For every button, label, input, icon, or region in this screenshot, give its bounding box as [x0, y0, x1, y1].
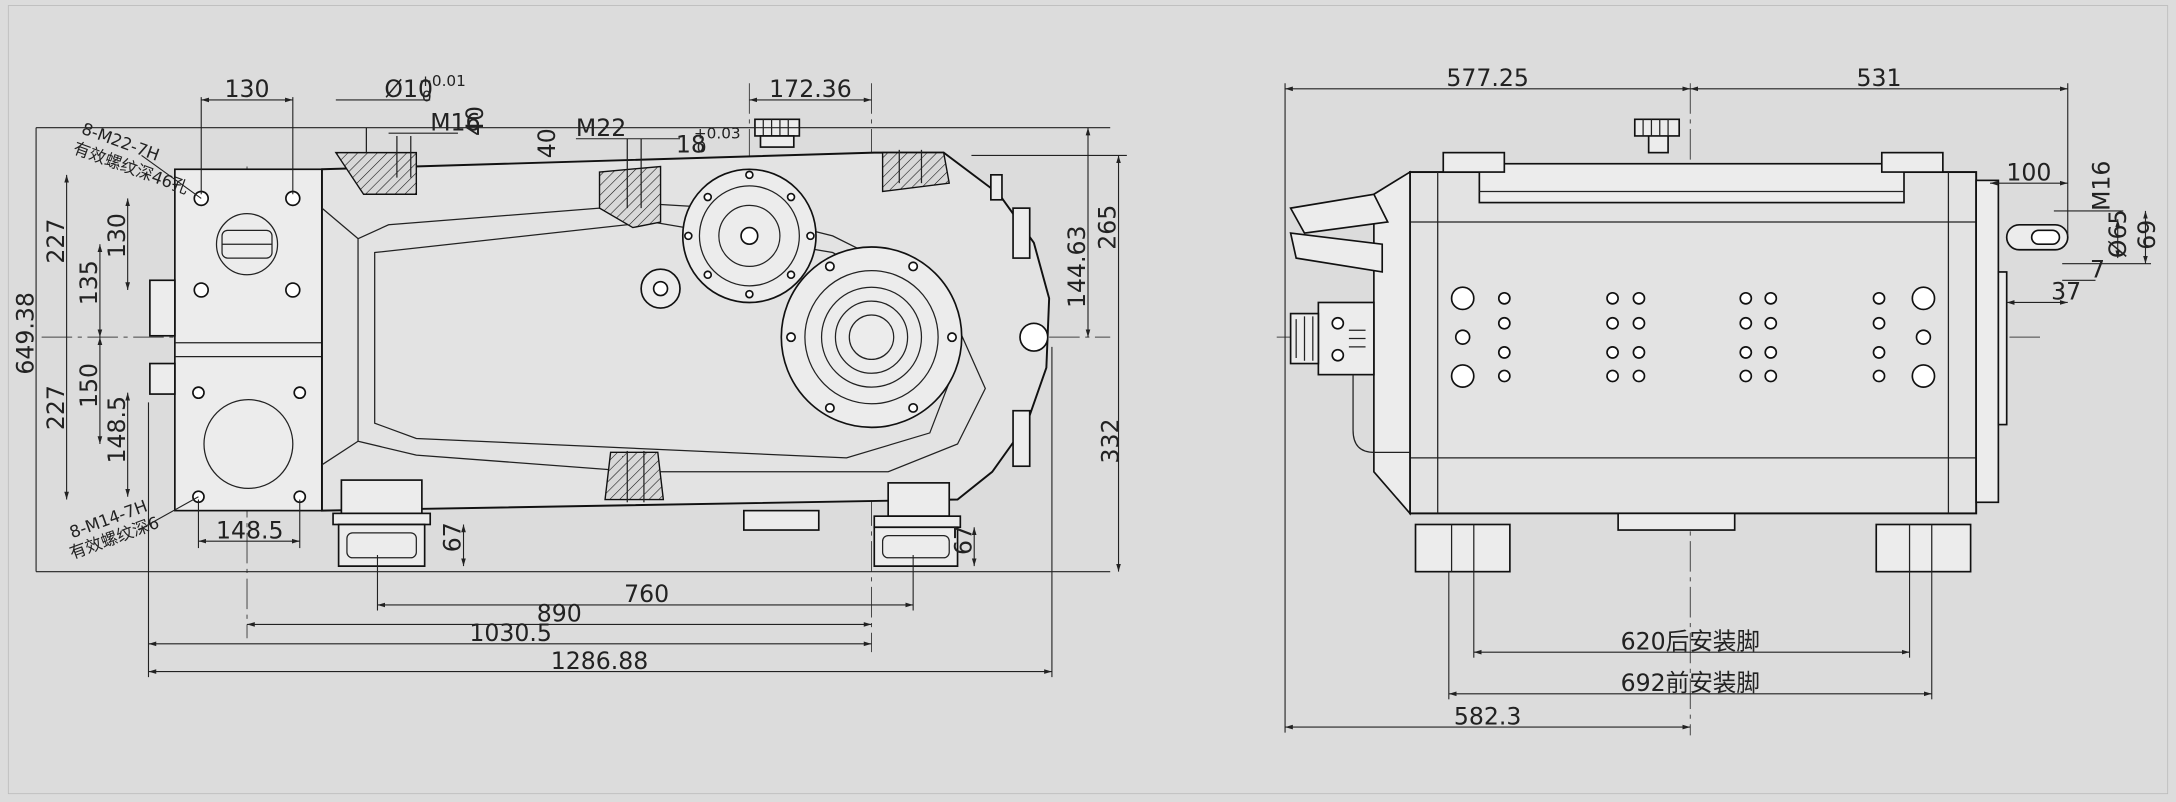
dim-692: 692前安装脚 [1621, 669, 1760, 697]
dim-148-left: 148.5 [103, 396, 131, 463]
right-holes [1450, 286, 1936, 388]
dim-172: 172.36 [769, 75, 852, 103]
dim-1030: 1030.5 [469, 619, 552, 647]
right-view: 577.25 531 100 M16 Ø65 69 7 37 620后安装脚 6… [1276, 64, 2161, 736]
dim-148-bottom: 148.5 [216, 516, 284, 544]
dim-227-top: 227 [42, 219, 70, 264]
dim-332: 332 [1097, 418, 1125, 463]
dim-531: 531 [1857, 64, 1902, 92]
dim-150: 150 [75, 363, 103, 408]
pinion-gear [640, 118, 817, 309]
dim-18: 18 [676, 131, 706, 159]
dim-40-b: 40 [533, 128, 561, 158]
dim-phi10: Ø10 [384, 75, 433, 103]
dim-1286: 1286.88 [551, 647, 649, 675]
left-dimensions [35, 97, 1127, 678]
dim-144: 144.63 [1063, 226, 1091, 309]
dim-130-top: 130 [225, 75, 270, 103]
dim-18-tol-upper: +0.03 [694, 125, 741, 143]
dim-69: 69 [2133, 220, 2161, 250]
dim-40-a: 40 [461, 106, 489, 136]
dim-phi10-tol-upper: +0.01 [419, 72, 466, 90]
dim-67-b: 67 [949, 525, 977, 555]
dim-m22: M22 [576, 114, 626, 142]
dim-582: 582.3 [1454, 702, 1522, 730]
right-housing [1289, 118, 2069, 531]
left-view: 130 Ø10 +0.01 0 M16 40 M22 40 18 +0.03 0… [11, 72, 1127, 678]
dim-18-tol-lower: 0 [697, 139, 707, 157]
dim-7: 7 [2090, 256, 2105, 284]
dim-phi65: Ø65 [2104, 210, 2132, 259]
right-dim-texts: 577.25 531 100 M16 Ø65 69 7 37 620后安装脚 6… [1446, 64, 2161, 730]
dim-67-a: 67 [439, 522, 467, 552]
dim-135: 135 [75, 260, 103, 305]
dim-577: 577.25 [1446, 64, 1529, 92]
dim-130-left: 130 [103, 213, 131, 258]
dim-m16-right: M16 [2087, 161, 2115, 211]
dim-620: 620后安装脚 [1621, 627, 1760, 655]
dim-890: 890 [537, 600, 582, 628]
right-dimensions [1284, 83, 2152, 733]
dim-m16: M16 [430, 108, 480, 136]
dim-649: 649.38 [11, 292, 39, 375]
dim-phi10-tol-lower: 0 [422, 87, 432, 105]
dim-100: 100 [2006, 158, 2051, 186]
dim-760: 760 [624, 580, 669, 608]
bull-gear [780, 246, 963, 429]
fluid-end [149, 168, 323, 512]
left-feet [332, 479, 962, 567]
dim-265: 265 [1094, 205, 1122, 250]
right-feet [1414, 523, 1972, 573]
dim-227-bottom: 227 [42, 385, 70, 430]
dim-37: 37 [2051, 278, 2081, 306]
